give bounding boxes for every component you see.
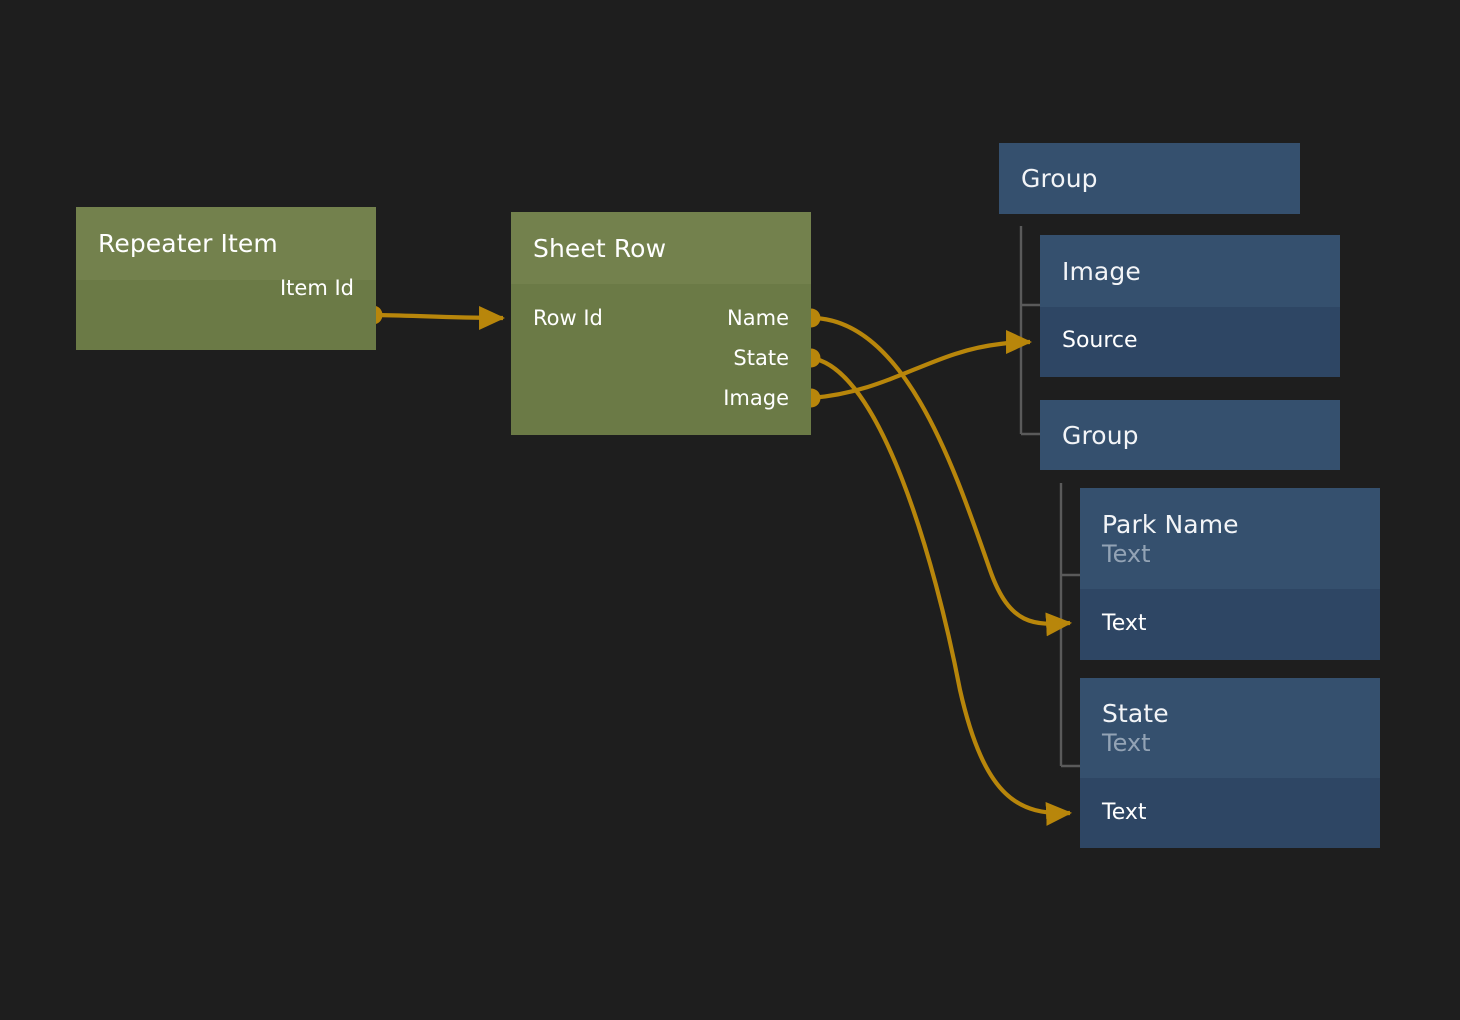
node-state-body: Text	[1080, 778, 1380, 848]
slot-image-source-label: Source	[1062, 328, 1138, 353]
node-sheet-row-header: Sheet Row	[511, 212, 811, 284]
slot-state-text-label: Text	[1102, 800, 1147, 825]
port-item-id-label: Item Id	[279, 276, 354, 300]
port-name[interactable]: Name	[727, 306, 789, 330]
port-row-id[interactable]: Row Id	[533, 306, 603, 330]
port-item-id[interactable]: Item Id	[280, 276, 354, 300]
edge-state-to-state-text	[801, 348, 1073, 826]
node-park-name-header: Park Name Text	[1080, 488, 1380, 589]
node-repeater-item-body: Item Id	[76, 276, 376, 350]
node-park-name-body: Text	[1080, 589, 1380, 660]
node-group-top-title: Group	[1021, 164, 1098, 193]
slot-park-name-text-label: Text	[1102, 611, 1147, 636]
edge-image-to-source	[801, 330, 1033, 408]
slot-image-source[interactable]: Source	[1062, 328, 1138, 353]
edge-itemid-to-rowid	[363, 305, 506, 330]
node-state-header: State Text	[1080, 678, 1380, 778]
node-sheet-row-title: Sheet Row	[533, 233, 667, 263]
node-sheet-row[interactable]: Sheet Row Row Id Name State Image	[511, 212, 811, 435]
node-group-top[interactable]: Group	[999, 143, 1300, 214]
node-park-name-subtitle: Text	[1102, 539, 1151, 568]
node-repeater-item-header: Repeater Item	[76, 207, 376, 280]
edge-name-to-parkname-text	[801, 308, 1073, 637]
node-image-title: Image	[1062, 256, 1141, 286]
tree-connector-group-inner	[1059, 483, 1080, 768]
node-group-inner-header: Group	[1040, 400, 1340, 470]
port-image[interactable]: Image	[723, 386, 789, 410]
node-state[interactable]: State Text Text	[1080, 678, 1380, 848]
slot-state-text[interactable]: Text	[1102, 800, 1147, 825]
node-state-title: State	[1102, 699, 1169, 728]
node-group-inner-title: Group	[1062, 420, 1139, 450]
tree-connector-group-top	[1019, 226, 1040, 436]
node-state-subtitle: Text	[1102, 729, 1151, 757]
port-state[interactable]: State	[733, 346, 789, 370]
node-repeater-item-title: Repeater Item	[98, 229, 278, 258]
node-image[interactable]: Image Source	[1040, 235, 1340, 377]
node-image-header: Image	[1040, 235, 1340, 307]
node-group-top-header: Group	[999, 143, 1300, 214]
node-park-name-title: Park Name	[1102, 509, 1239, 539]
slot-park-name-text[interactable]: Text	[1102, 611, 1147, 636]
port-state-label: State	[733, 346, 789, 370]
node-park-name[interactable]: Park Name Text Text	[1080, 488, 1380, 660]
port-name-label: Name	[727, 306, 789, 330]
node-repeater-item[interactable]: Repeater Item Item Id	[76, 207, 376, 350]
node-image-body: Source	[1040, 307, 1340, 377]
node-group-inner[interactable]: Group	[1040, 400, 1340, 470]
node-sheet-row-body: Row Id Name State Image	[511, 284, 811, 435]
port-row-id-label: Row Id	[533, 306, 603, 330]
port-image-label: Image	[723, 386, 789, 410]
